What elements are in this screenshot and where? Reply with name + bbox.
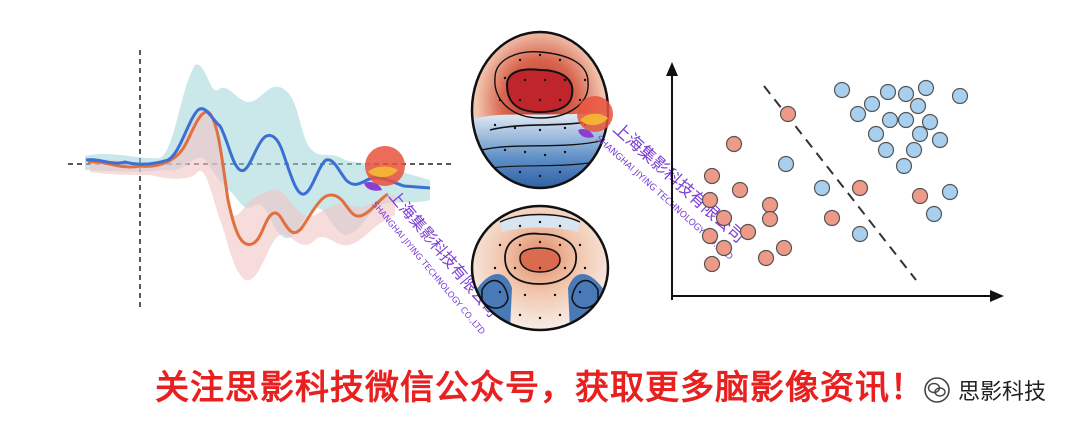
- point-blue: [905, 141, 923, 159]
- brand-name: 思影科技: [957, 380, 1046, 405]
- point-red: [703, 167, 721, 185]
- point-red: [775, 239, 793, 257]
- point-red: [757, 249, 775, 267]
- topomap-bottom: [470, 204, 610, 332]
- point-red: [731, 181, 749, 199]
- logo-mark-right: [577, 96, 613, 138]
- point-blue: [917, 79, 935, 97]
- point-blue: [925, 205, 943, 223]
- logo-mark-left: [364, 146, 405, 191]
- promo-caption: 关注思影科技微信公众号，获取更多脑影像资讯！: [155, 368, 925, 408]
- wechat-icon: [924, 377, 950, 403]
- point-red: [703, 255, 721, 273]
- point-blue: [931, 131, 949, 149]
- point-red: [779, 105, 797, 123]
- point-red: [701, 191, 719, 209]
- point-red: [715, 209, 733, 227]
- point-blue: [879, 83, 897, 101]
- point-blue: [777, 155, 795, 173]
- point-blue: [833, 81, 851, 99]
- point-blue: [813, 179, 831, 197]
- scatter-y-arrow: [666, 62, 678, 76]
- point-red: [911, 187, 929, 205]
- point-red: [715, 239, 733, 257]
- blue-confidence-band: [85, 64, 430, 239]
- topomap-top: [470, 30, 610, 190]
- blue-erp-series: [85, 107, 431, 196]
- point-blue: [909, 97, 927, 115]
- point-blue: [897, 111, 915, 129]
- point-red: [725, 135, 743, 153]
- point-blue: [897, 85, 915, 103]
- classification-scatter-plot: [666, 62, 1004, 302]
- point-blue: [951, 87, 969, 105]
- point-blue: [877, 141, 895, 159]
- point-blue: [895, 157, 913, 175]
- brand-signature: 思影科技: [924, 374, 1046, 406]
- point-blue: [941, 183, 959, 201]
- point-blue: [851, 225, 869, 243]
- watermark-right-cn: 上海集影科技有限公司: [609, 119, 749, 248]
- orange-confidence-band: [90, 108, 395, 281]
- point-red: [761, 196, 779, 214]
- point-red: [851, 179, 869, 197]
- point-blue: [911, 125, 929, 143]
- point-blue: [921, 113, 939, 131]
- point-blue: [849, 105, 867, 123]
- point-red: [761, 210, 779, 228]
- erp-waveform-plot: 上海集影科技有限公司 SHANGHAI JIYING TECHNOLOGY CO…: [68, 50, 502, 337]
- point-red: [701, 227, 719, 245]
- point-blue: [867, 125, 885, 143]
- point-red: [739, 223, 757, 241]
- point-blue: [881, 111, 899, 129]
- point-blue: [863, 95, 881, 113]
- class-blue-points: [777, 79, 969, 243]
- scatter-x-arrow: [990, 290, 1004, 302]
- point-red: [823, 209, 841, 227]
- class-red-points: [701, 105, 929, 273]
- orange-erp-series: [87, 110, 389, 246]
